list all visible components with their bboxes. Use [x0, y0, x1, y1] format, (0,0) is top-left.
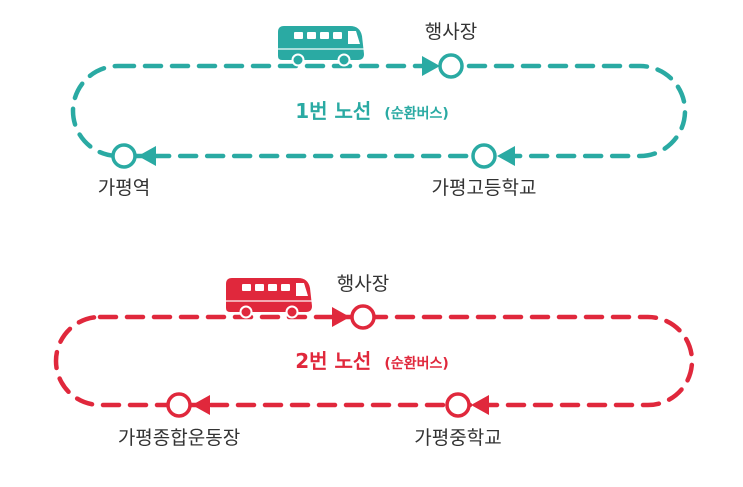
route-2-title-sub: (순환버스): [384, 355, 448, 372]
route-1-stop-top-label: 행사장: [425, 21, 477, 43]
route-1-title-sub: (순환버스): [384, 105, 448, 122]
route-1-stop-bottom-left-label: 가평역: [98, 177, 150, 199]
route-1-bus-icon: [278, 26, 364, 67]
route-2-arrow-top-icon: [332, 307, 350, 327]
route-2-title: 2번 노선 (순환버스): [295, 349, 449, 373]
route-1-arrow-bottom-left-icon: [138, 146, 156, 166]
route-2-stop-top-icon: [350, 304, 376, 330]
route-2-arrow-bottom-right-icon: [471, 395, 489, 415]
route-1-stop-top-icon: [438, 53, 464, 79]
route-2-stop-bottom-left-icon: [166, 392, 192, 418]
route-2-stop-bottom-right-icon: [445, 392, 471, 418]
route-1-stop-bottom-right-icon: [471, 143, 497, 169]
route-1-title-main: 1번 노선: [295, 99, 371, 123]
route-2-loop: [53, 314, 695, 408]
route-1-arrow-top-icon: [422, 56, 440, 76]
route-2: 행사장 가평중학교 가평종합운동장 2번 노선 (순환버스): [53, 273, 695, 449]
route-1-stop-bottom-left-icon: [111, 143, 137, 169]
route-2-title-main: 2번 노선: [295, 349, 371, 373]
route-2-stop-top-label: 행사장: [337, 273, 389, 295]
route-2-stop-bottom-right-label: 가평중학교: [414, 427, 501, 449]
route-1-title: 1번 노선 (순환버스): [295, 99, 449, 123]
route-2-arrow-bottom-left-icon: [192, 395, 210, 415]
route-1-loop: [70, 63, 688, 159]
route-1-arrow-bottom-right-icon: [497, 146, 515, 166]
route-2-bus-icon: [226, 278, 312, 319]
route-1-stop-bottom-right-label: 가평고등학교: [432, 177, 537, 199]
route-2-stop-bottom-left-label: 가평종합운동장: [118, 427, 240, 449]
route-1: 행사장 가평고등학교 가평역 1번 노선 (순환버스): [70, 21, 688, 199]
